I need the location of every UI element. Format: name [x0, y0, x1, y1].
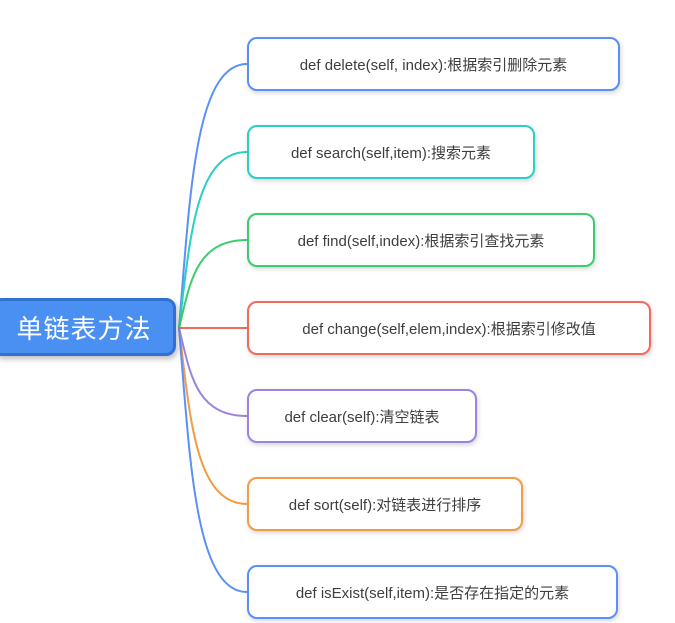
child-node-sort[interactable]: def sort(self):对链表进行排序	[247, 477, 523, 531]
child-node-clear[interactable]: def clear(self):清空链表	[247, 389, 477, 443]
child-node-change[interactable]: def change(self,elem,index):根据索引修改值	[247, 301, 651, 355]
connector-line-search	[178, 151, 248, 329]
child-node-label: def search(self,item):搜索元素	[290, 144, 492, 162]
child-node-label: def sort(self):对链表进行排序	[288, 496, 482, 514]
connector-line-clear	[178, 327, 248, 417]
root-node-label: 单链表方法	[16, 313, 152, 344]
child-node-delete[interactable]: def delete(self, index):根据索引删除元素	[247, 37, 620, 91]
child-node-label: def isExist(self,item):是否存在指定的元素	[295, 584, 570, 602]
child-node-label: def change(self,elem,index):根据索引修改值	[302, 320, 596, 338]
connector-line-sort	[178, 327, 248, 505]
child-node-find[interactable]: def find(self,index):根据索引查找元素	[247, 213, 595, 267]
child-node-search[interactable]: def search(self,item):搜索元素	[247, 125, 535, 179]
child-node-label: def delete(self, index):根据索引删除元素	[299, 56, 568, 74]
connector-line-find	[178, 239, 248, 329]
root-node-linkedlist-methods[interactable]: 单链表方法	[0, 298, 176, 356]
child-node-isexist[interactable]: def isExist(self,item):是否存在指定的元素	[247, 565, 618, 619]
child-node-label: def clear(self):清空链表	[284, 408, 440, 426]
connector-line-delete	[178, 63, 248, 329]
child-node-label: def find(self,index):根据索引查找元素	[297, 232, 545, 250]
connector-line-isExist	[178, 327, 248, 593]
